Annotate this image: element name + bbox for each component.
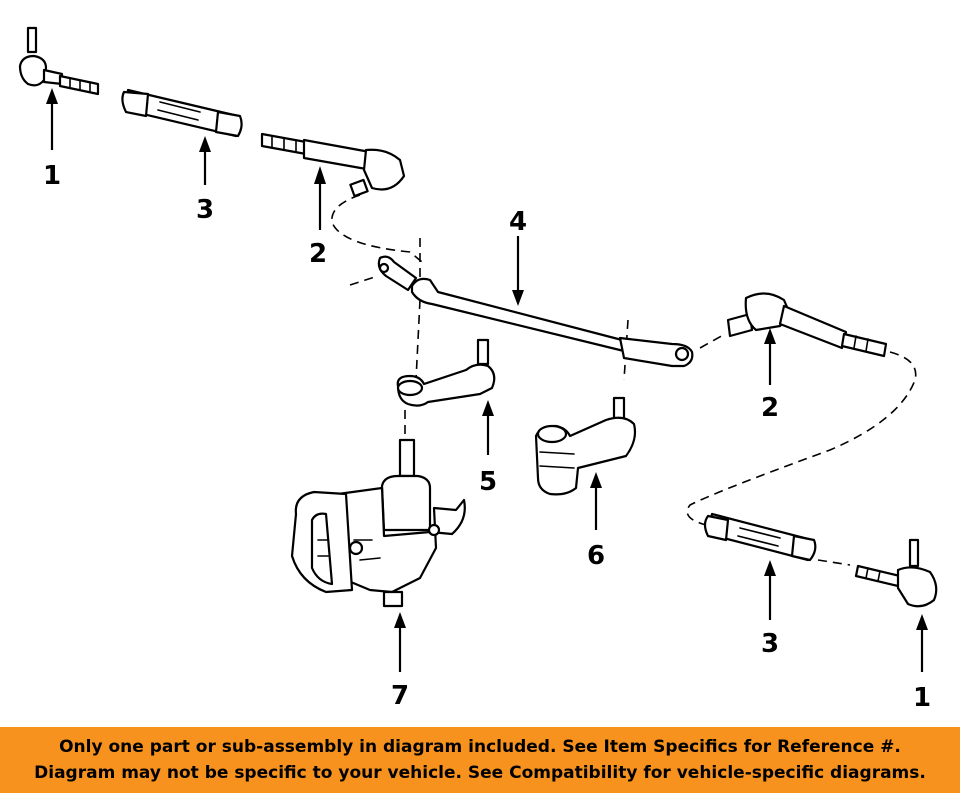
idler-arm: [396, 338, 496, 407]
disclaimer-banner: Only one part or sub-assembly in diagram…: [0, 727, 960, 793]
callout-number: 5: [479, 467, 497, 497]
center-link: [377, 255, 694, 368]
disclaimer-line-1: Only one part or sub-assembly in diagram…: [59, 737, 901, 757]
callout-number: 3: [761, 629, 779, 659]
callout-number: 2: [309, 239, 327, 269]
inner-tie-rod-end-right: [726, 292, 888, 358]
steering-linkage-diagram: 1 3 2 4 2 5 6 3 7 1: [18, 26, 938, 713]
callout-number: 4: [509, 207, 527, 237]
callout-number: 6: [587, 541, 605, 571]
adjuster-sleeve-right: [703, 512, 817, 562]
outer-tie-rod-end-left: [18, 26, 100, 96]
callout-number: 1: [913, 683, 931, 713]
callout-number: 7: [391, 681, 409, 711]
disclaimer-line-2: Diagram may not be specific to your vehi…: [34, 763, 926, 783]
callout-number: 3: [196, 195, 214, 225]
inner-tie-rod-end-left: [260, 132, 406, 198]
callout-arrows: [46, 88, 928, 672]
callout-number: 2: [761, 393, 779, 423]
steering-gear: [290, 438, 466, 608]
outer-tie-rod-end-right: [854, 538, 938, 608]
pitman-arm: [534, 396, 637, 496]
adjuster-sleeve-left: [121, 88, 243, 138]
callout-number: 1: [43, 161, 61, 191]
